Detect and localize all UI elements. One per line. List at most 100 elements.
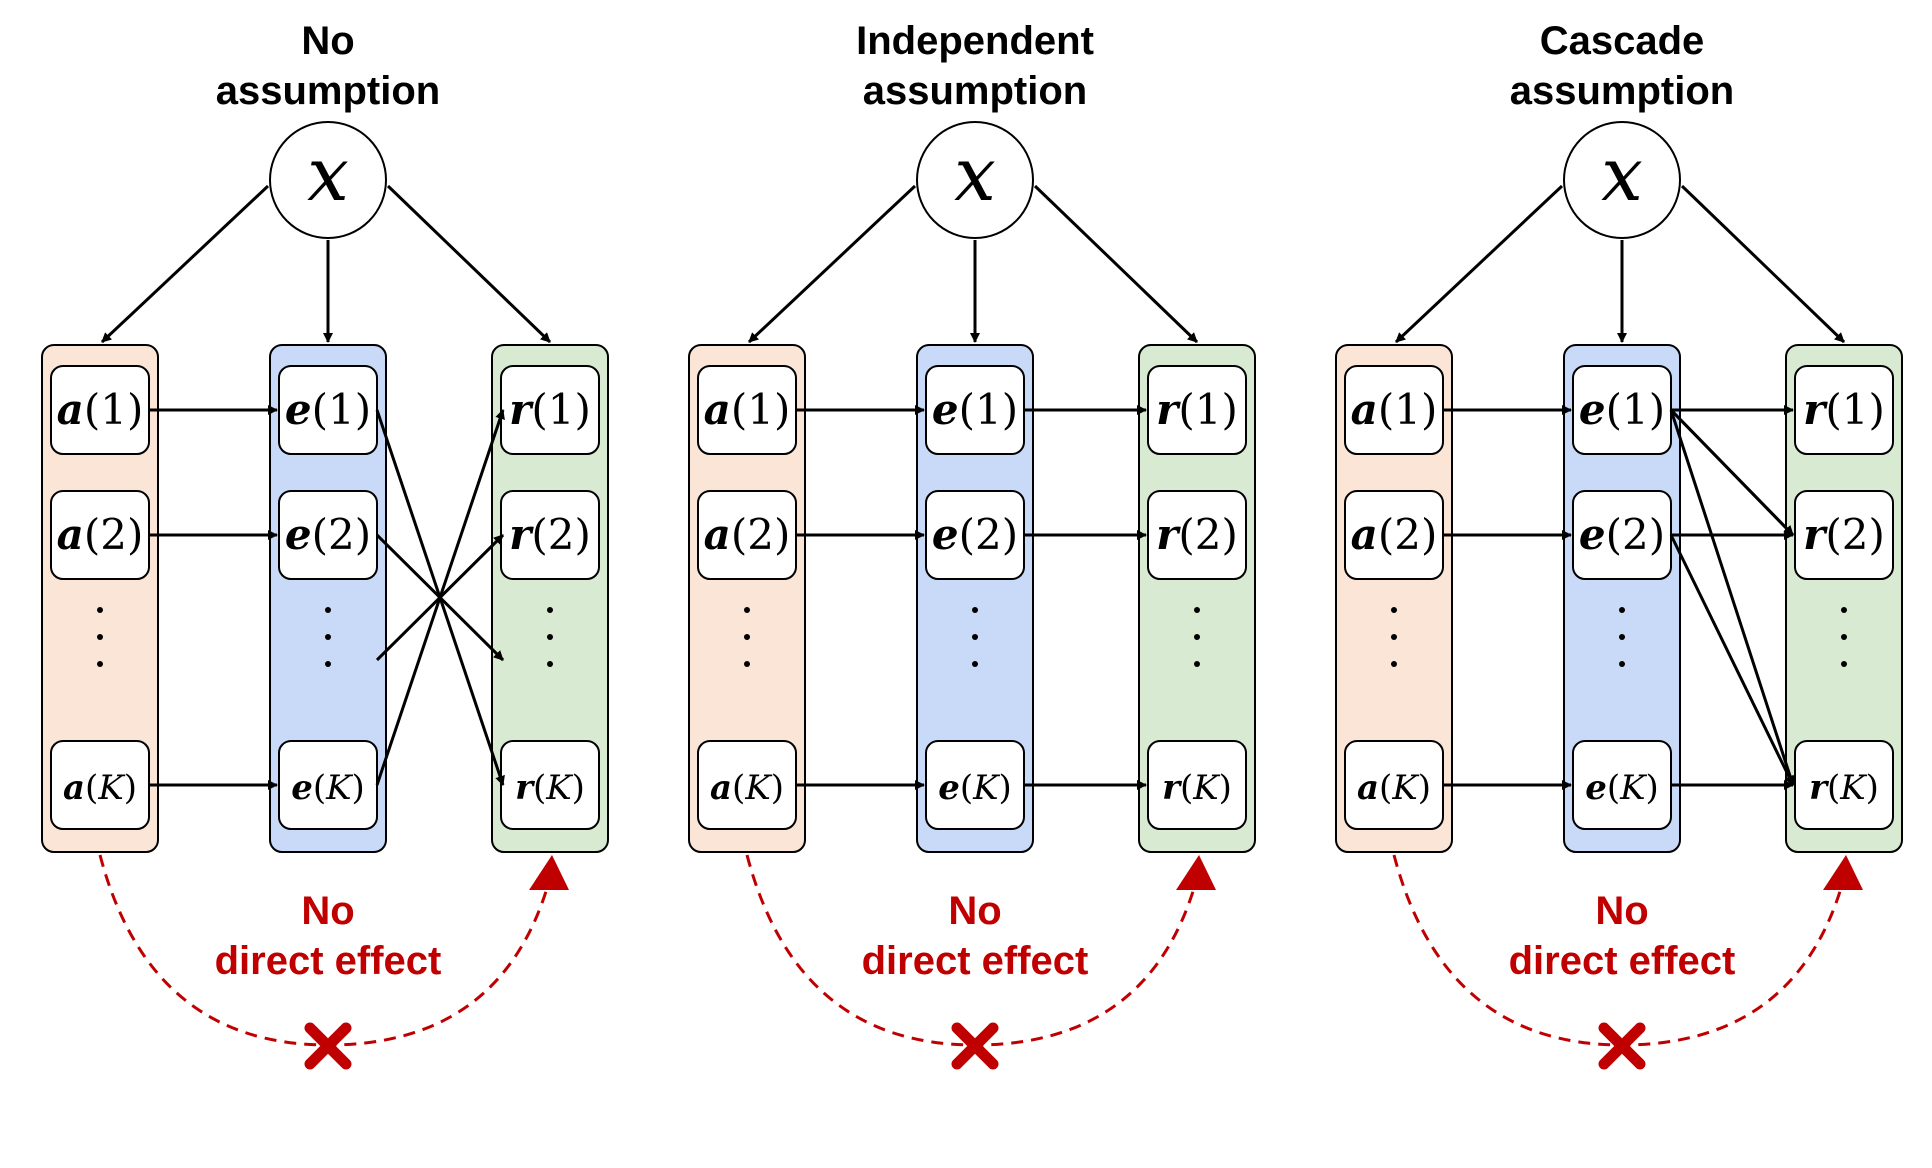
panel-title-line1: Independent [856, 19, 1094, 63]
ellipsis-dot [1194, 634, 1200, 640]
node-label: r(K) [1809, 768, 1879, 808]
node-r-K [1147, 740, 1247, 830]
node-label: r(2) [1803, 510, 1885, 559]
cross-icon [951, 1022, 999, 1070]
column-r [1785, 344, 1903, 853]
node-label: a(2) [704, 510, 791, 559]
node-label: e(1) [285, 385, 371, 434]
node-r-1 [1794, 365, 1894, 455]
edge-e1-to-rK [1669, 409, 1795, 786]
root-node-label: x [954, 132, 996, 218]
ellipsis-dot [744, 607, 750, 613]
root-node-label: x [307, 132, 349, 218]
column-a [1335, 344, 1453, 853]
node-r-2 [1147, 490, 1247, 580]
node-label: e(2) [932, 510, 1018, 559]
ellipsis-dot [97, 607, 103, 613]
ellipsis-dot [547, 661, 553, 667]
node-label: r(1) [509, 385, 591, 434]
panel-title-line1: No [301, 19, 354, 63]
ellipsis-dot [1619, 607, 1625, 613]
edge-e2-to-rK [1669, 534, 1795, 786]
node-label: e(K) [938, 768, 1012, 808]
node-label: r(1) [1803, 385, 1885, 434]
column-r [1138, 344, 1256, 853]
panel-title-line1: Cascade [1540, 19, 1705, 63]
ellipsis-dot [325, 661, 331, 667]
edge-e1-to-r2-b [1669, 408, 1795, 537]
ellipsis-dot [744, 634, 750, 640]
ellipsis-dot [1391, 634, 1397, 640]
arrowhead-icon [1823, 855, 1863, 890]
root-node-label: x [1601, 132, 1643, 218]
ellipsis-dot [972, 661, 978, 667]
ellipsis-dot [1841, 634, 1847, 640]
ellipsis-dot [1391, 661, 1397, 667]
node-label: a(1) [704, 385, 791, 434]
effect-label-line2: direct effect [862, 939, 1089, 983]
edge-root-to-r [1033, 184, 1199, 344]
effect-label-line1: No [301, 889, 354, 933]
effect-label-line2: direct effect [215, 939, 442, 983]
effect-label-line1: No [948, 889, 1001, 933]
node-label: a(K) [1357, 768, 1431, 808]
ellipsis-dot [972, 634, 978, 640]
node-label: a(2) [57, 510, 144, 559]
ellipsis-dot [325, 634, 331, 640]
ellipsis-dot [97, 661, 103, 667]
ellipsis-dot [1619, 661, 1625, 667]
arrowhead-icon [1176, 855, 1216, 890]
edge-root-to-r [386, 184, 552, 344]
ellipsis-dot [1841, 661, 1847, 667]
node-label: r(K) [1162, 768, 1232, 808]
ellipsis-dot [1841, 607, 1847, 613]
panel-2: Independentassumptionxa(1)a(2)a(K)e(1)e(… [688, 19, 1256, 1070]
ellipsis-dot [1194, 661, 1200, 667]
column-e [916, 344, 1034, 853]
root-node [269, 121, 387, 239]
node-label: r(2) [1156, 510, 1238, 559]
column-a [688, 344, 806, 853]
ellipsis-dot [97, 634, 103, 640]
node-label: e(1) [1579, 385, 1665, 434]
node-r-K [1794, 740, 1894, 830]
ellipsis-dot [972, 607, 978, 613]
effect-label-line1: No [1595, 889, 1648, 933]
ellipsis-dot [547, 607, 553, 613]
node-label: r(K) [515, 768, 585, 808]
root-node [916, 121, 1034, 239]
column-e [1563, 344, 1681, 853]
node-label: a(1) [57, 385, 144, 434]
panel-title-line2: assumption [216, 69, 440, 113]
ellipsis-dot [744, 661, 750, 667]
node-label: r(1) [1156, 385, 1238, 434]
panel-1: No assumption x a(1) a(2) a(K) e(1) e(2) e(K) r(1… [41, 19, 609, 1070]
node-r-1 [1147, 365, 1247, 455]
ellipsis-dot [1619, 634, 1625, 640]
panel-3: Cascadeassumptionxa(1)a(2)a(K)e(1)e(2)e(… [1335, 19, 1903, 1070]
node-label: r(2) [509, 510, 591, 559]
column-a [41, 344, 159, 853]
node-label: e(1) [932, 385, 1018, 434]
ellipsis-dot [325, 607, 331, 613]
edge-root-to-a [1394, 184, 1564, 344]
cross-icon [304, 1022, 352, 1070]
ellipsis-dot [1194, 607, 1200, 613]
panel-title-line2: assumption [863, 69, 1087, 113]
column-r [491, 344, 609, 853]
node-label: a(2) [1351, 510, 1438, 559]
root-node [1563, 121, 1681, 239]
edge-root-to-a [747, 184, 917, 344]
edge-root-to-r [1680, 184, 1846, 344]
column-e [269, 344, 387, 853]
node-label: e(K) [291, 768, 365, 808]
arrowhead-icon [529, 855, 569, 890]
node-r-2 [1794, 490, 1894, 580]
node-label: e(2) [285, 510, 371, 559]
effect-label-line2: direct effect [1509, 939, 1736, 983]
panel-title-line2: assumption [1510, 69, 1734, 113]
ellipsis-dot [1391, 607, 1397, 613]
cross-icon [1598, 1022, 1646, 1070]
node-label: a(K) [63, 768, 137, 808]
